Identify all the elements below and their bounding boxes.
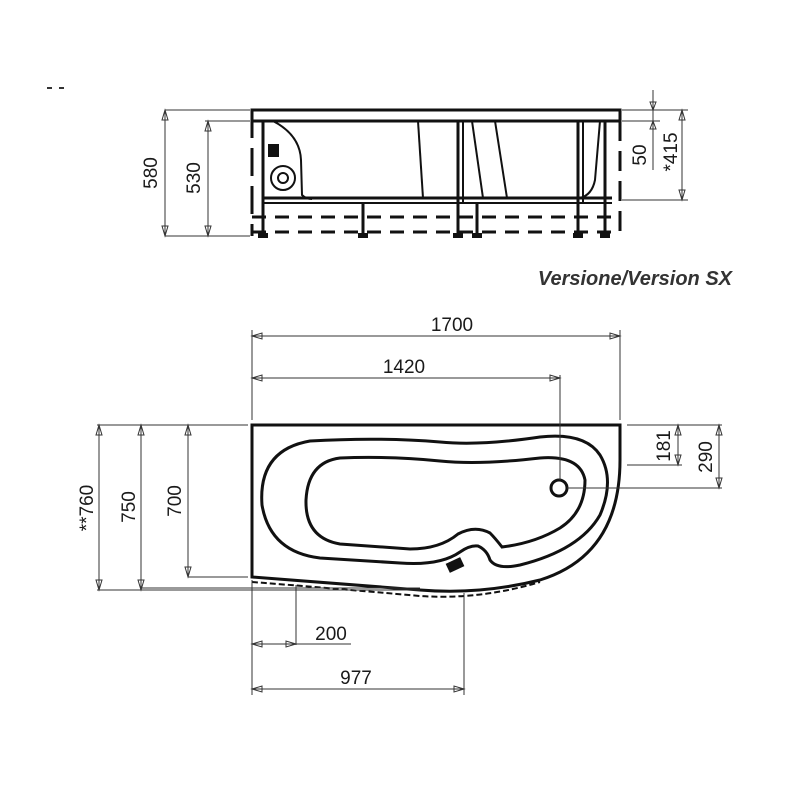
side-view [250,108,622,238]
dim-750: 750 [119,491,140,523]
overflow-icon [445,557,465,573]
side-dimensions-left: 580 530 [141,108,250,238]
top-dimensions-left: **760 750 700 [77,423,420,592]
dim-1700: 1700 [431,315,473,336]
tub-rim [250,108,622,123]
dim-760: **760 [77,485,98,532]
tub-outline [250,423,622,593]
top-dimensions-right: 181 290 [567,423,723,490]
version-title: Versione/Version SX [538,268,734,290]
side-dimensions-right: 50 *415 [622,90,688,202]
drain-icon [549,478,569,498]
dim-700: 700 [165,485,186,517]
dim-530: 530 [184,162,205,194]
dim-415: *415 [661,132,682,171]
dim-181: 181 [654,430,675,462]
dim-50: 50 [630,144,651,165]
top-dimensions-horizontal: 1700 1420 [250,315,622,480]
control-box-icon [268,144,279,157]
dim-290: 290 [696,441,717,473]
dim-580: 580 [141,157,162,189]
dim-1420: 1420 [383,357,425,378]
top-dimensions-bottom: 200 977 [250,580,466,695]
top-view [250,423,622,598]
outer-basin [260,434,609,569]
inner-basin [304,455,587,551]
dim-977: 977 [340,668,372,689]
dim-200: 200 [315,624,347,645]
